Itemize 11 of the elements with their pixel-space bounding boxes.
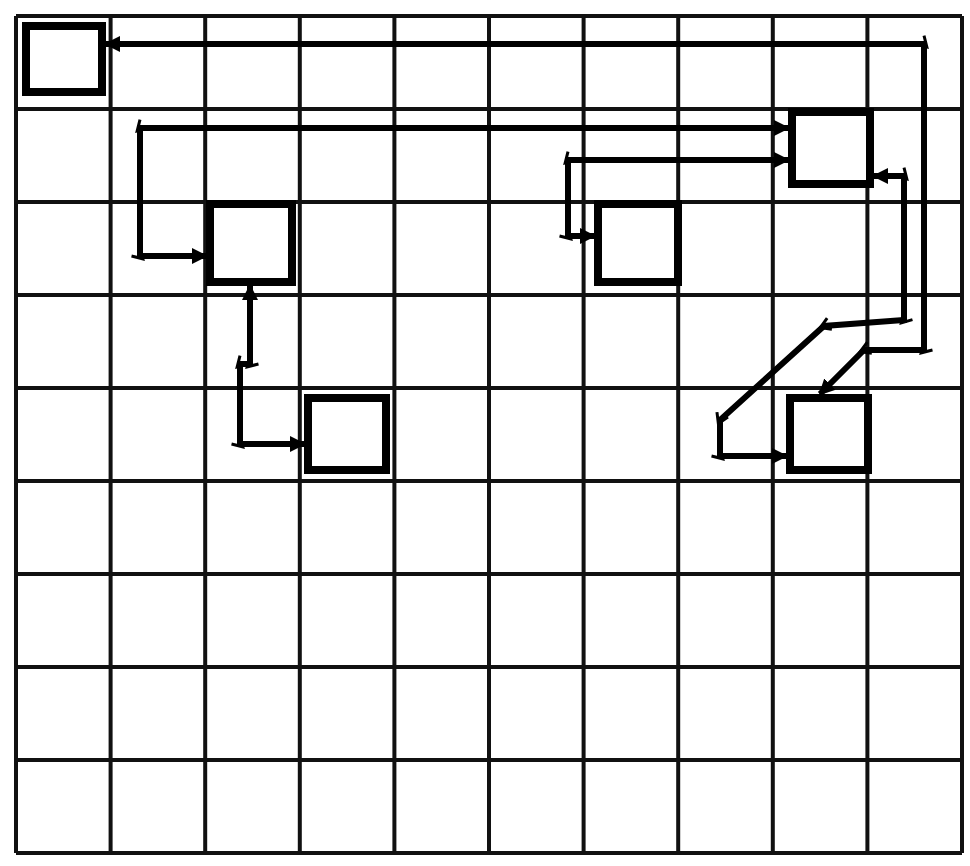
square-box bbox=[206, 200, 296, 286]
square-box bbox=[22, 22, 106, 96]
square-box bbox=[304, 394, 390, 474]
arrow bbox=[559, 151, 788, 244]
arrow bbox=[106, 35, 933, 397]
arrow bbox=[131, 119, 788, 264]
square-box bbox=[788, 108, 874, 188]
arrow bbox=[231, 286, 304, 452]
arrow bbox=[711, 167, 913, 464]
square-box bbox=[786, 394, 872, 474]
square-box bbox=[594, 200, 682, 286]
